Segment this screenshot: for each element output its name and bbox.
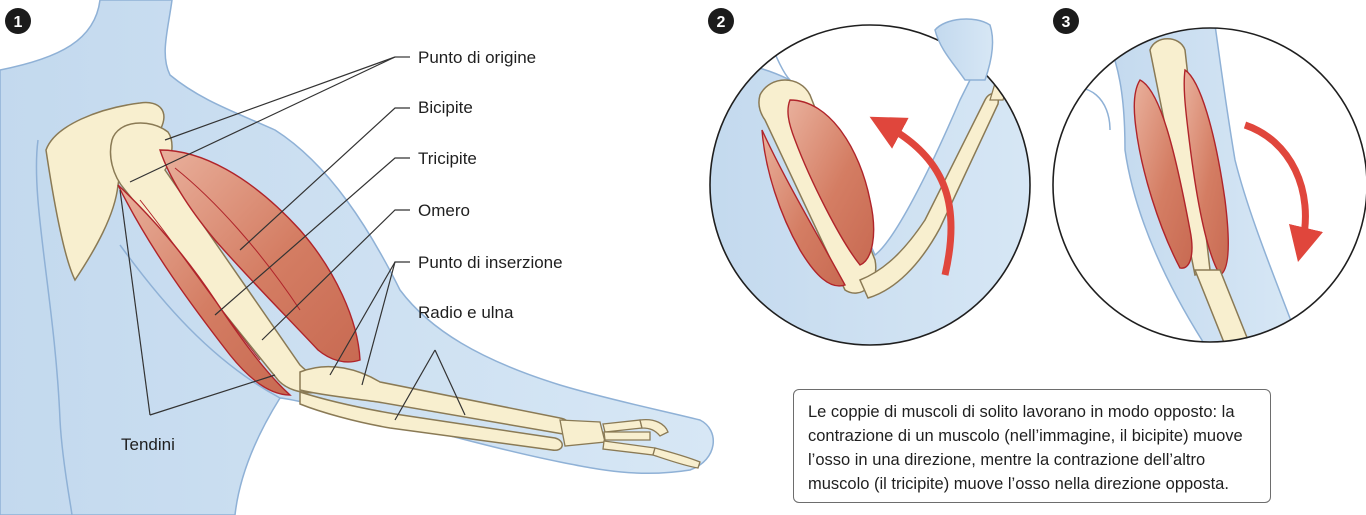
panel-2-hand bbox=[990, 50, 1015, 100]
panel-1: Punto di origine Bicipite Tricipite Omer… bbox=[0, 0, 713, 515]
panel-3: 3 bbox=[1050, 8, 1366, 345]
label-biceps: Bicipite bbox=[418, 98, 473, 117]
panel-1-number: 1 bbox=[14, 14, 23, 31]
caption-text: Le coppie di muscoli di solito lavorano … bbox=[808, 403, 1243, 493]
panel-2: 2 bbox=[700, 8, 1040, 360]
label-origin: Punto di origine bbox=[418, 48, 536, 67]
label-tendons: Tendini bbox=[121, 435, 175, 454]
caption-box: Le coppie di muscoli di solito lavorano … bbox=[793, 389, 1271, 503]
panel-3-number: 3 bbox=[1062, 14, 1071, 31]
label-radius-ulna: Radio e ulna bbox=[418, 303, 514, 322]
label-insertion: Punto di inserzione bbox=[418, 253, 563, 272]
panel-2-number: 2 bbox=[717, 14, 726, 31]
label-triceps: Tricipite bbox=[418, 149, 477, 168]
label-humerus: Omero bbox=[418, 201, 470, 220]
